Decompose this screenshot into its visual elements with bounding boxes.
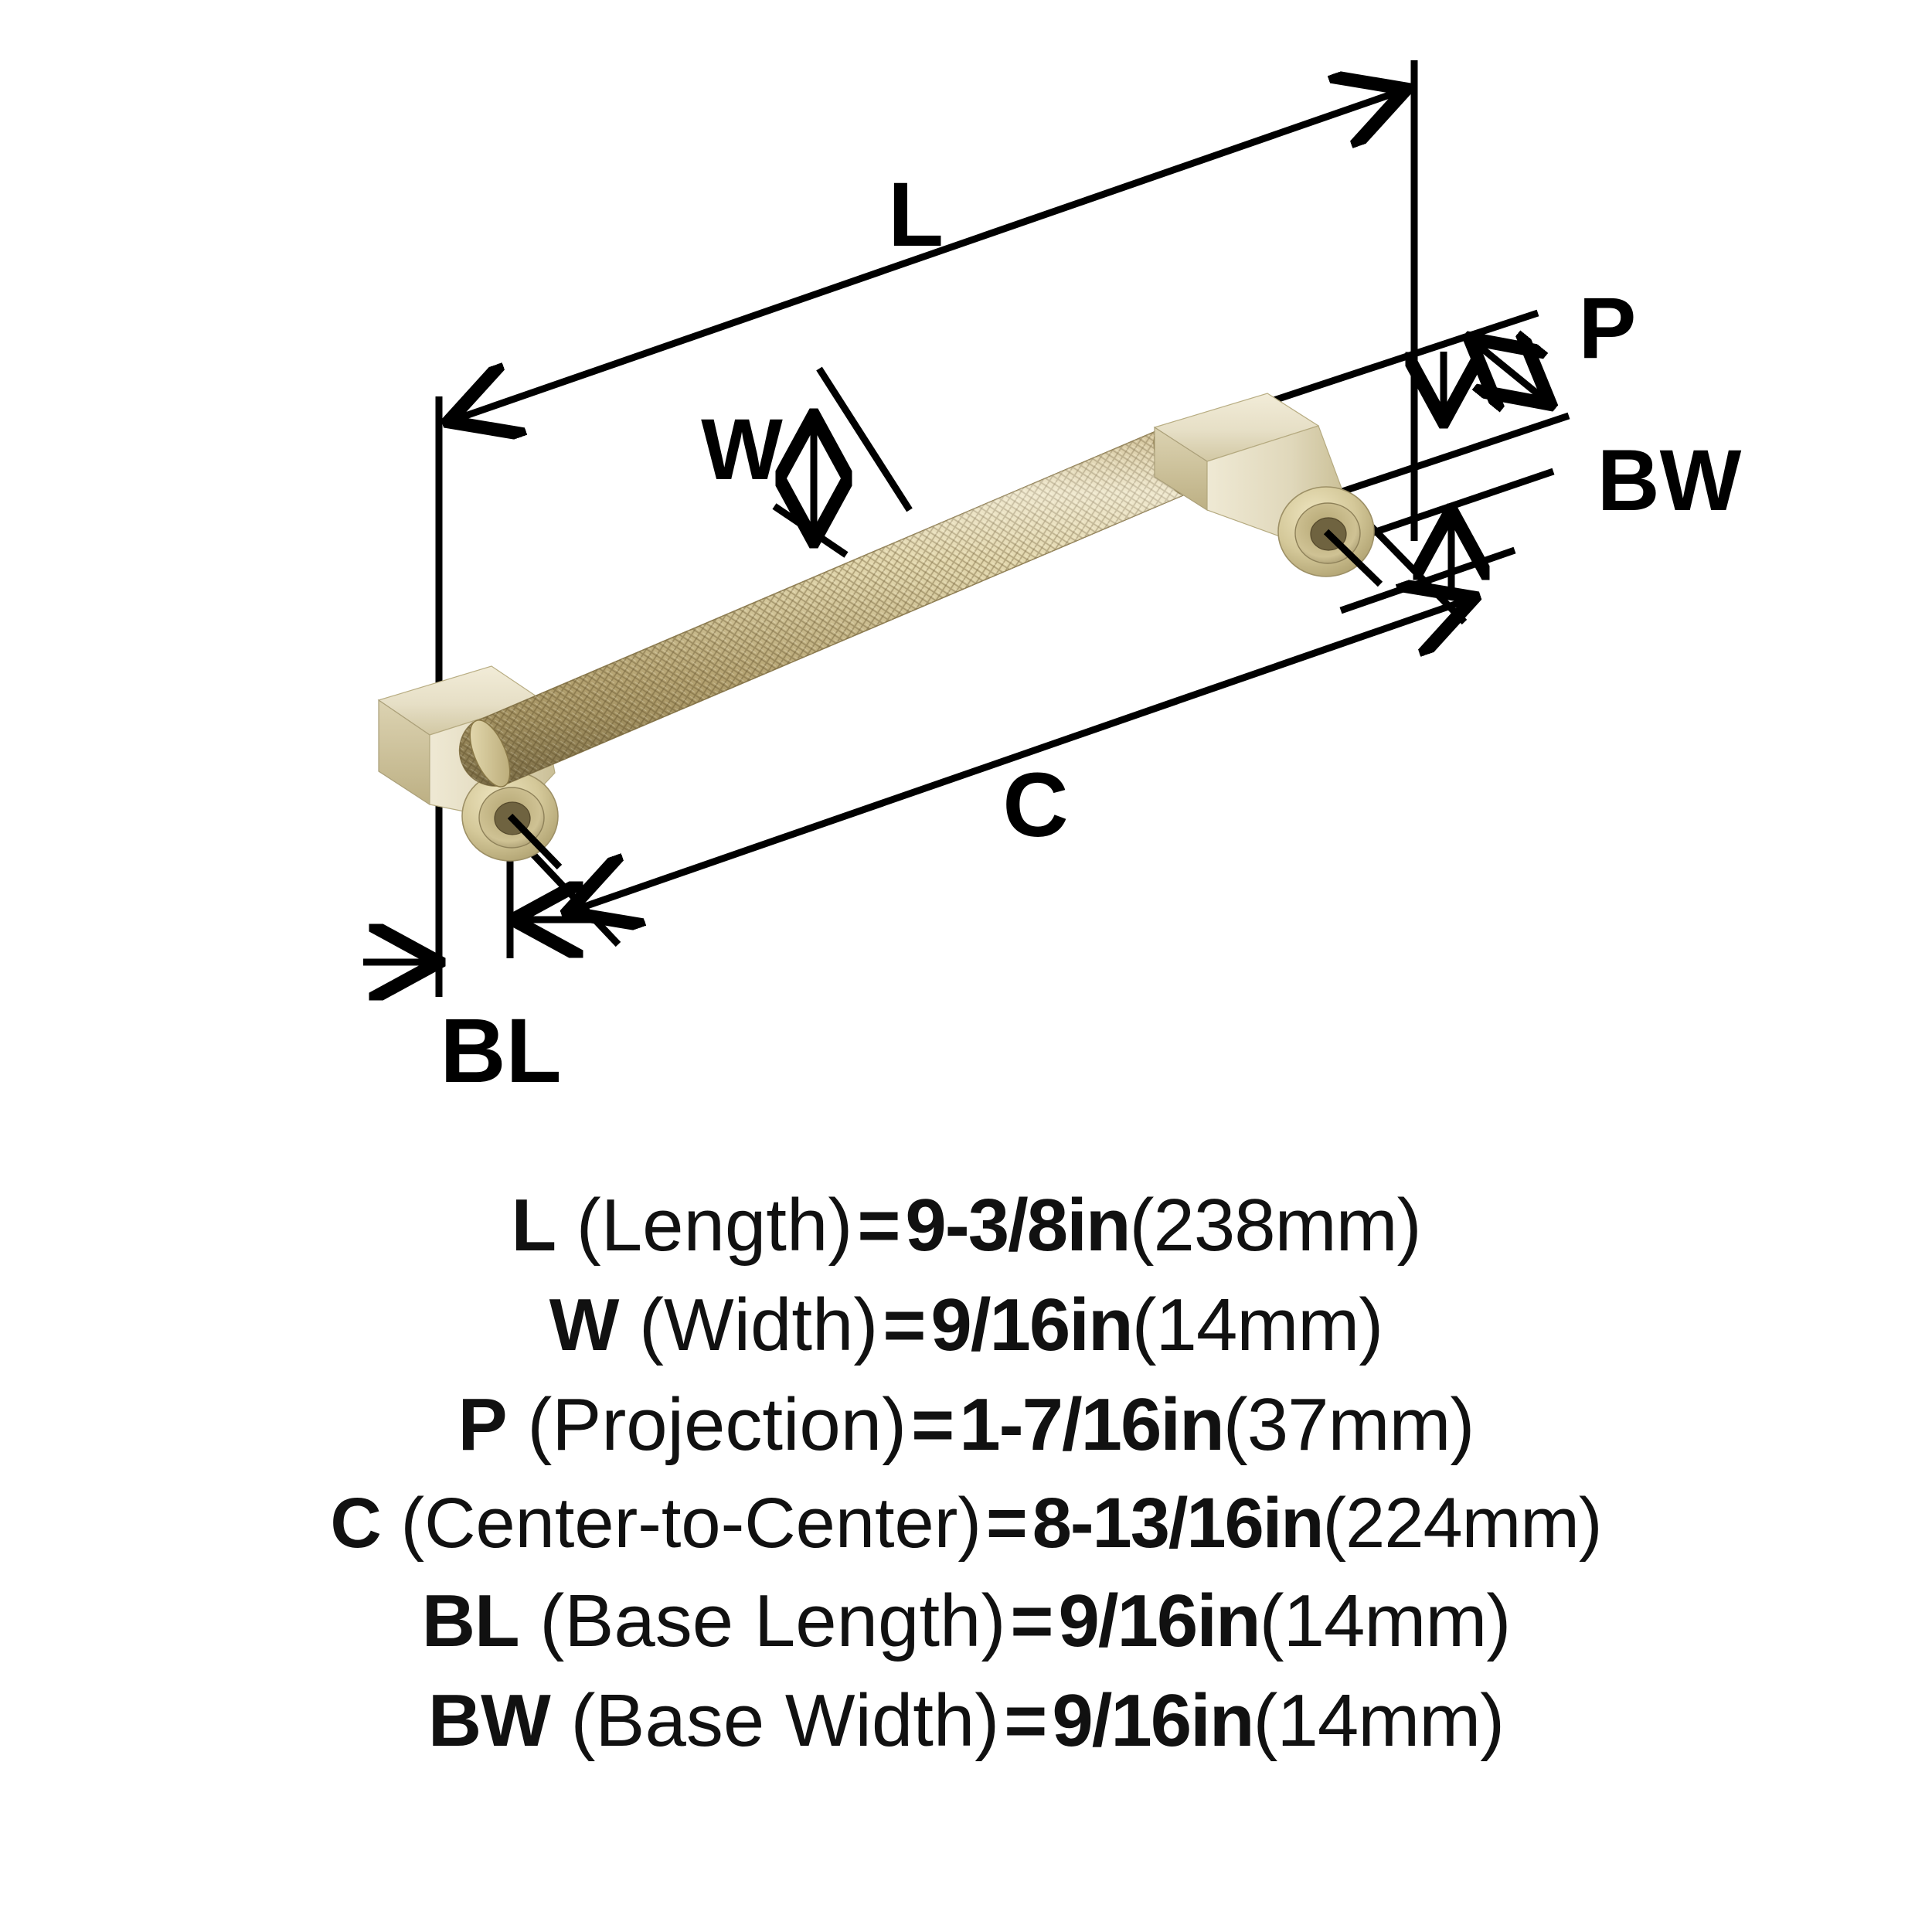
spec-row-projection: P (Projection)=1-7/16in(37mm) xyxy=(0,1388,1932,1462)
spec-code-width: W xyxy=(549,1284,620,1366)
spec-metric-center-to-center: (224mm) xyxy=(1322,1484,1603,1563)
center-to-center-arrow xyxy=(573,600,1468,910)
spec-metric-base-width: (14mm) xyxy=(1253,1679,1505,1762)
spec-row-base-width: BW (Base Width)=9/16in(14mm) xyxy=(0,1684,1932,1758)
spec-code-projection: P xyxy=(457,1383,508,1466)
width-dimension: W xyxy=(701,366,913,558)
spec-metric-projection: (37mm) xyxy=(1223,1383,1475,1466)
spec-imperial-length: 9-3/8in xyxy=(905,1184,1131,1267)
left-boss-leader xyxy=(507,813,563,870)
spec-name-width: (Width) xyxy=(639,1284,879,1366)
spec-equals-projection: = xyxy=(911,1383,955,1466)
length-dimension: L xyxy=(454,91,1400,420)
spec-equals-base-length: = xyxy=(1010,1580,1054,1662)
spec-code-base-width: BW xyxy=(427,1679,551,1762)
spec-code-base-length: BL xyxy=(421,1580,520,1662)
spec-row-base-length: BL (Base Length)=9/16in(14mm) xyxy=(0,1584,1932,1658)
base-width-label: BW xyxy=(1597,432,1742,529)
leader-overlays xyxy=(507,529,1383,870)
spec-code-center-to-center: C xyxy=(330,1484,381,1563)
spec-name-center-to-center: (Center-to-Center) xyxy=(400,1484,981,1563)
spec-code-length: L xyxy=(511,1184,556,1267)
center-to-center-label: C xyxy=(1002,754,1068,856)
diagram-canvas: L W P xyxy=(363,60,1742,1102)
spec-metric-length: (238mm) xyxy=(1129,1184,1422,1267)
spec-row-width: W (Width)=9/16in(14mm) xyxy=(0,1288,1932,1362)
width-leader-line xyxy=(816,366,913,512)
base-length-dimension: BL xyxy=(363,920,611,1102)
spec-equals-base-width: = xyxy=(1004,1679,1048,1762)
spec-imperial-width: 9/16in xyxy=(930,1284,1133,1366)
spec-row-length: L (Length)=9-3/8in(238mm) xyxy=(0,1189,1932,1263)
specification-list: L (Length)=9-3/8in(238mm) W (Width)=9/16… xyxy=(0,1159,1932,1932)
spec-equals-center-to-center: = xyxy=(985,1484,1028,1563)
right-boss-leader xyxy=(1323,529,1383,587)
spec-row-center-to-center: C (Center-to-Center)=8-13/16in(224mm) xyxy=(0,1488,1932,1559)
projection-dimension: P xyxy=(1249,280,1637,514)
spec-name-projection: (Projection) xyxy=(527,1383,907,1466)
spec-imperial-projection: 1-7/16in xyxy=(959,1383,1225,1466)
projection-upper-line xyxy=(1249,309,1539,412)
width-label: W xyxy=(701,401,783,498)
spec-metric-base-length: (14mm) xyxy=(1259,1580,1512,1662)
spec-equals-length: = xyxy=(857,1184,901,1267)
spec-name-length: (Length) xyxy=(576,1184,853,1267)
spec-imperial-center-to-center: 8-13/16in xyxy=(1032,1484,1325,1563)
spec-name-base-length: (Base Length) xyxy=(539,1580,1006,1662)
product-illustration: L W P xyxy=(363,60,1742,1102)
spec-equals-width: = xyxy=(883,1284,927,1366)
bar-left-end-cap xyxy=(469,719,511,787)
spec-imperial-base-length: 9/16in xyxy=(1058,1580,1260,1662)
length-label: L xyxy=(888,164,944,266)
spec-metric-width: (14mm) xyxy=(1131,1284,1384,1366)
projection-label: P xyxy=(1579,280,1637,376)
spec-imperial-base-width: 9/16in xyxy=(1052,1679,1254,1762)
spec-name-base-width: (Base Width) xyxy=(570,1679,1000,1762)
base-length-label: BL xyxy=(440,1000,561,1102)
length-arrow xyxy=(454,91,1400,420)
projection-arrow xyxy=(1475,342,1546,400)
